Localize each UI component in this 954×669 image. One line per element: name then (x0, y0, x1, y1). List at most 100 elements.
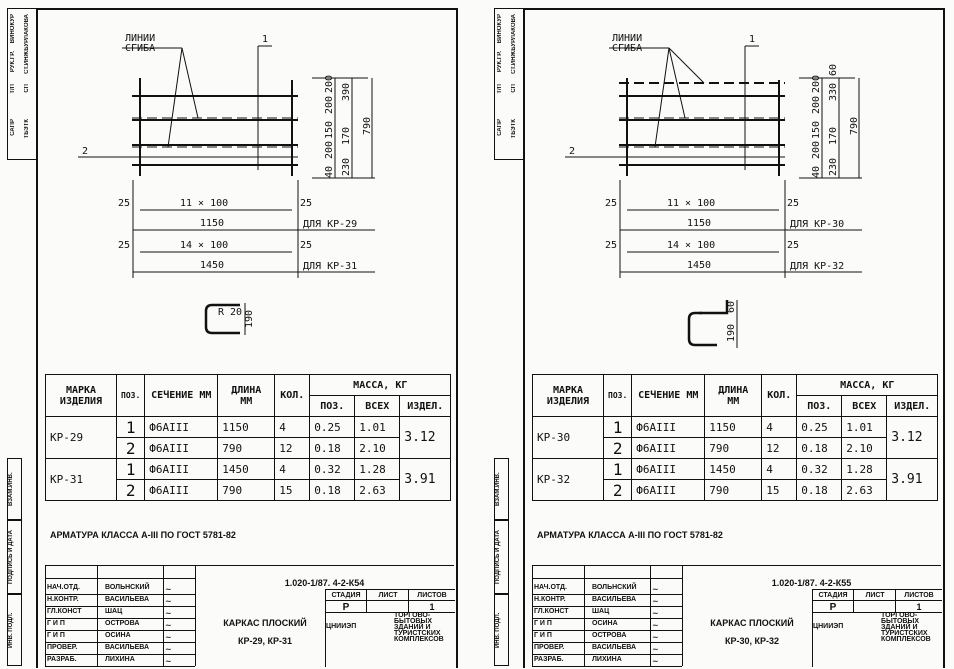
cell-mass-pos: 0.32 (796, 458, 843, 480)
cell-qty: 15 (274, 479, 311, 501)
dimension-label: 14 × 100 (180, 240, 228, 251)
cell-mark: КР-29 (45, 416, 117, 459)
section-dimension: 190 (726, 324, 737, 342)
role-label: Г И П (47, 620, 65, 627)
dimension-label: 60 (828, 64, 839, 76)
side-label: ИНВ. ПОДЛ. (7, 594, 22, 666)
frame-drawing: ЛИНИИСГИБА122002001502004039017023079025… (78, 33, 375, 335)
approval-row: РАЗРАБ.ЛИХИНА~ (45, 654, 195, 667)
person-name: ВАСИЛЬЕВА (592, 644, 637, 651)
organization-name: ЦНИИЭП (326, 623, 357, 630)
dimension-label: 25 (300, 240, 312, 251)
cell-pos: 2 (602, 437, 633, 459)
header-mass-item: ИЗДЕЛ. (886, 395, 939, 417)
drawing-subtitle: КР-29, КР-31 (237, 636, 292, 646)
section-shape (687, 311, 717, 347)
stage-block: СТАДИЯ ЛИСТ ЛИСТОВ Р 1 ЦНИИЭП ТОРГОВО-БЫ… (325, 589, 455, 667)
cell-pos: 2 (115, 479, 146, 501)
header-mass: МАССА, КГ (796, 374, 939, 396)
cell-mass-all: 1.01 (354, 416, 401, 438)
person-name: ЛИХИНА (592, 656, 622, 663)
sheet-frame (36, 8, 458, 668)
person-name: ВАСИЛЬЕВА (105, 644, 150, 651)
cell-section: Ф6АIII (144, 416, 219, 438)
cell-qty: 15 (761, 479, 798, 501)
stage-value: Р (342, 602, 350, 613)
sheet-frame (523, 8, 945, 668)
document-code: 1.020-1/87. 4-2-К55 (771, 578, 852, 588)
dimension-label: 200 (811, 75, 822, 93)
cell-mass-all: 1.28 (354, 458, 401, 480)
header-qty: КОЛ. (761, 374, 798, 417)
person-name: ОСТРОВА (105, 620, 140, 627)
cell-length: 1450 (704, 458, 763, 480)
signature: ~ (652, 644, 659, 654)
cell-length: 790 (704, 479, 763, 501)
cell-mass-item: 3.12 (886, 416, 939, 459)
organization-subtitle: ТОРГОВО-БЫТОВЫХ ЗДАНИЙ И ТУРИСТСКИХ КОМП… (881, 612, 931, 643)
dimension-label: 200 (811, 96, 822, 114)
approval-row: РАЗРАБ.ЛИХИНА~ (532, 654, 682, 667)
role-label: ПРОВЕР. (47, 644, 78, 651)
drawing-subtitle: КР-30, КР-32 (724, 636, 779, 646)
role-label: Н.КОНТР. (534, 596, 566, 603)
title-block: НАЧ.ОТД.ВОЛЬНСКИЙ~Н.КОНТР.ВАСИЛЬЕВА~ГЛ.К… (532, 565, 942, 667)
header-section: СЕЧЕНИЕ ММ (144, 374, 219, 417)
role-label: Г И П (534, 632, 552, 639)
header-section: СЕЧЕНИЕ ММ (631, 374, 706, 417)
for-mark-label: ДЛЯ КР-32 (790, 261, 844, 272)
section-shape (204, 303, 240, 335)
header-pos: ПОЗ. (115, 374, 146, 417)
signature: ~ (165, 656, 172, 666)
specification-table: МАРКА ИЗДЕЛИЯ ПОЗ. СЕЧЕНИЕ ММ ДЛИНА ММ К… (45, 374, 452, 501)
person-name: ШАЦ (592, 608, 610, 615)
header-mass-item: ИЗДЕЛ. (399, 395, 452, 417)
side-label: ВЗАМ.ИНВ. (7, 458, 22, 520)
header-mass: МАССА, КГ (309, 374, 452, 396)
drawing-title: КАРКАС ПЛОСКИЙ (710, 618, 794, 628)
dimension-label: 1150 (687, 218, 711, 229)
sheet-header: ЛИСТ (378, 592, 398, 599)
approval-row: НАЧ.ОТД.ВОЛЬНСКИЙ~ (532, 582, 682, 595)
dimension-label: 1150 (200, 218, 224, 229)
position-mark: 1 (262, 34, 268, 45)
cell-mass-all: 1.28 (841, 458, 888, 480)
position-mark: 1 (749, 34, 755, 45)
person-name: ЛИХИНА (105, 656, 135, 663)
position-mark: 2 (569, 146, 575, 157)
cell-mass-item: 3.91 (886, 458, 939, 501)
dimension-label: 25 (300, 198, 312, 209)
cell-section: Ф6АIII (144, 437, 219, 459)
header-mass-pos: ПОЗ. (796, 395, 843, 417)
cell-mass-all: 2.63 (354, 479, 401, 501)
role-label: ГЛ.КОНСТ (47, 608, 82, 615)
header-qty: КОЛ. (274, 374, 311, 417)
dimension-label: 170 (341, 127, 352, 145)
reinforcement-note: АРМАТУРА КЛАССА А-III ПО ГОСТ 5781-82 (50, 530, 236, 540)
person-name: ВАСИЛЬЕВА (592, 596, 637, 603)
cell-mass-all: 2.63 (841, 479, 888, 501)
cell-mark: КР-32 (532, 458, 604, 501)
drawing-title: КАРКАС ПЛОСКИЙ (223, 618, 307, 628)
bend-label: СГИБА (125, 43, 155, 54)
cell-section: Ф6АIII (144, 479, 219, 501)
approval-row: НАЧ.ОТД.ВОЛЬНСКИЙ~ (45, 582, 195, 595)
role-label: НАЧ.ОТД. (47, 584, 80, 591)
person-name: ВАСИЛЬЕВА (105, 596, 150, 603)
cell-pos: 1 (602, 416, 633, 438)
approval-row: ПРОВЕР.ВАСИЛЬЕВА~ (532, 642, 682, 655)
cell-pos: 1 (115, 416, 146, 438)
approval-row: Г И П ОСТРОВА ~ (45, 618, 195, 631)
cell-mass-pos: 0.32 (309, 458, 356, 480)
signature: ~ (165, 620, 172, 630)
reinforcement-note: АРМАТУРА КЛАССА А-III ПО ГОСТ 5781-82 (537, 530, 723, 540)
dimension-label: 25 (605, 198, 617, 209)
cell-pos: 2 (602, 479, 633, 501)
dimension-label: 25 (787, 198, 799, 209)
person-name: ОСИНА (592, 620, 618, 627)
